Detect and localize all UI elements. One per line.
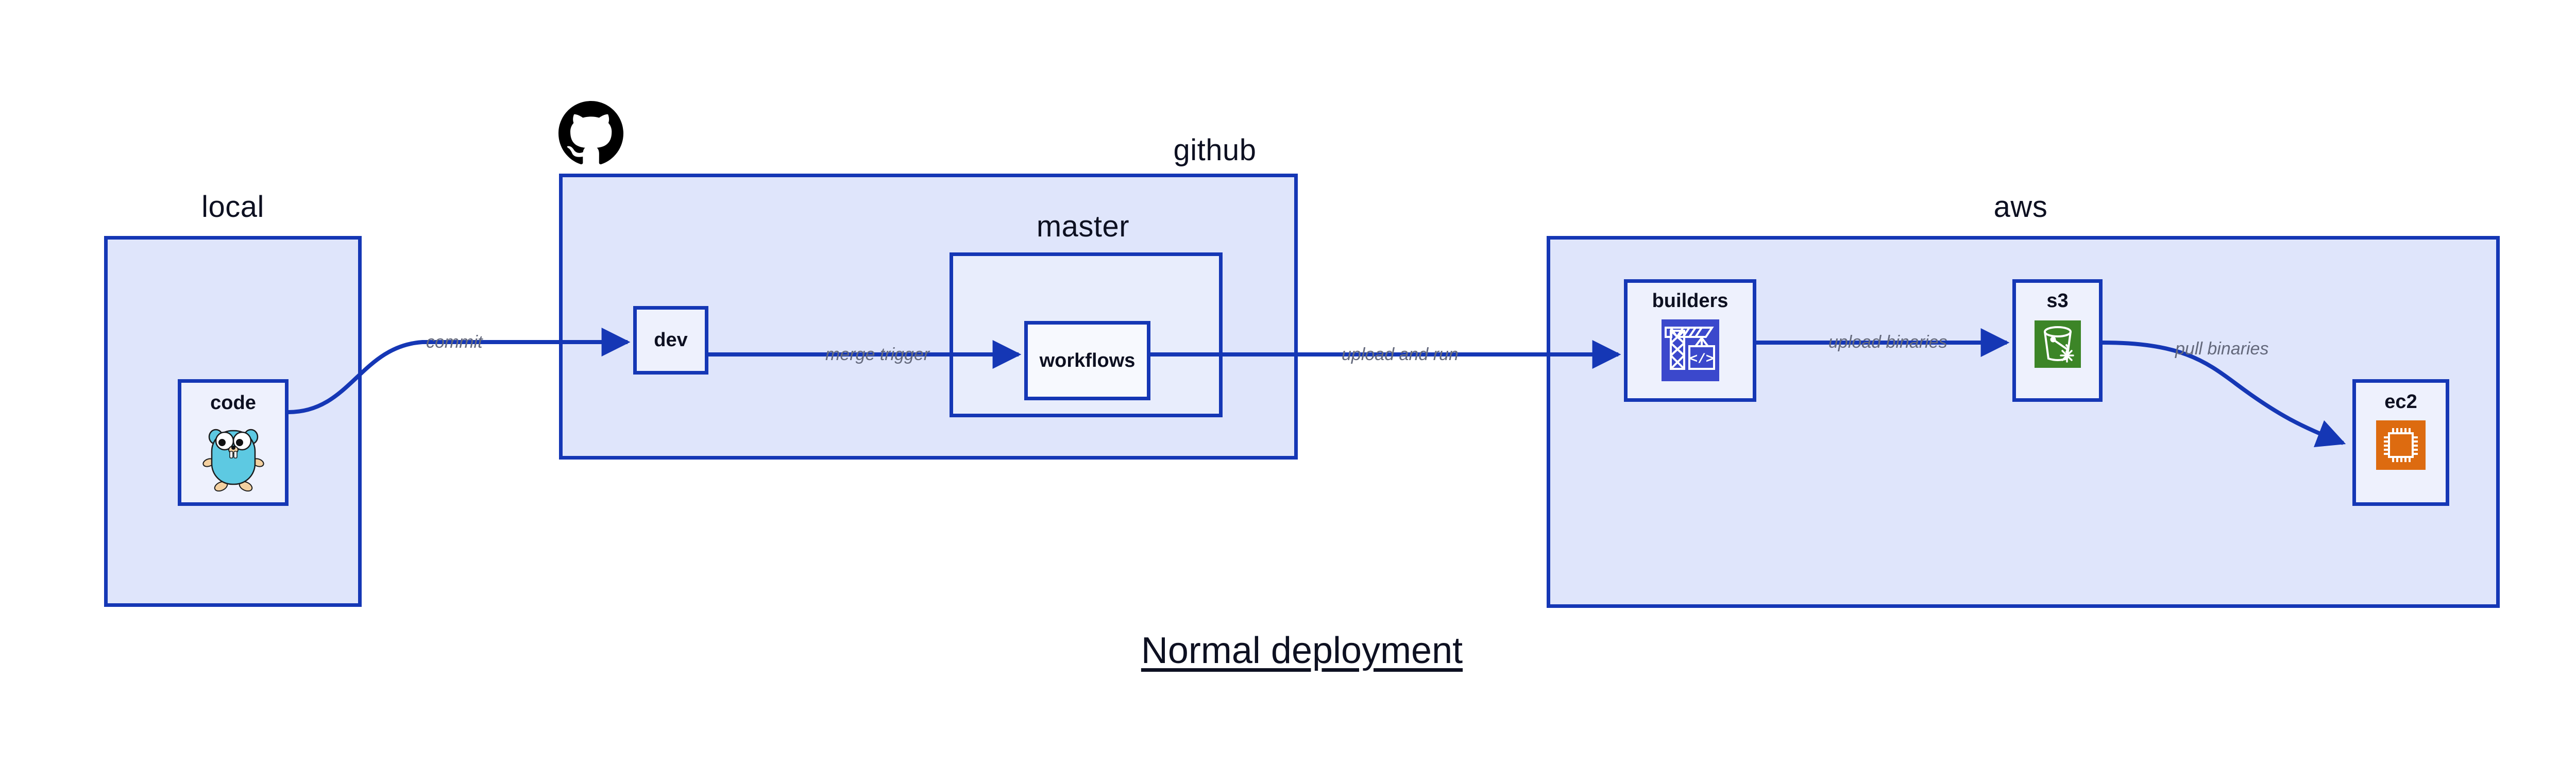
- node-label-builders: builders: [1652, 290, 1728, 312]
- node-dev[interactable]: dev: [633, 306, 708, 375]
- node-label-ec2: ec2: [2384, 391, 2417, 413]
- node-ec2[interactable]: ec2: [2352, 379, 2449, 506]
- node-label-workflows: workflows: [1039, 349, 1136, 371]
- node-label-s3: s3: [2046, 290, 2069, 312]
- group-label-aws: aws: [1993, 190, 2048, 224]
- edge-label-upload-and-run: upload and run: [1342, 345, 1459, 364]
- node-label-dev: dev: [654, 329, 688, 351]
- node-code[interactable]: code: [178, 379, 289, 506]
- node-s3[interactable]: s3: [2012, 279, 2103, 402]
- ec2-chip-icon: [2376, 420, 2426, 472]
- group-label-master: master: [1036, 210, 1130, 243]
- edge-label-commit: commit: [426, 332, 483, 352]
- s3-bucket-icon: [2034, 320, 2081, 370]
- group-label-github: github: [1173, 133, 1257, 167]
- node-workflows[interactable]: workflows: [1024, 321, 1150, 400]
- node-label-code: code: [210, 392, 256, 414]
- github-octocat-logo: [558, 101, 623, 168]
- edge-label-merge-trigger: merge trigger: [825, 345, 930, 364]
- node-builders[interactable]: builders: [1624, 279, 1756, 402]
- edge-label-upload-binaries: upload binaries: [1828, 332, 1947, 352]
- go-gopher-icon: [201, 421, 265, 494]
- svg-text:</>: </>: [1689, 351, 1714, 367]
- page-title: Normal deployment: [1141, 630, 1463, 671]
- edge-label-pull-binaries: pull binaries: [2175, 339, 2269, 359]
- group-label-local: local: [201, 190, 264, 224]
- crane-code-icon: </>: [1661, 319, 1719, 384]
